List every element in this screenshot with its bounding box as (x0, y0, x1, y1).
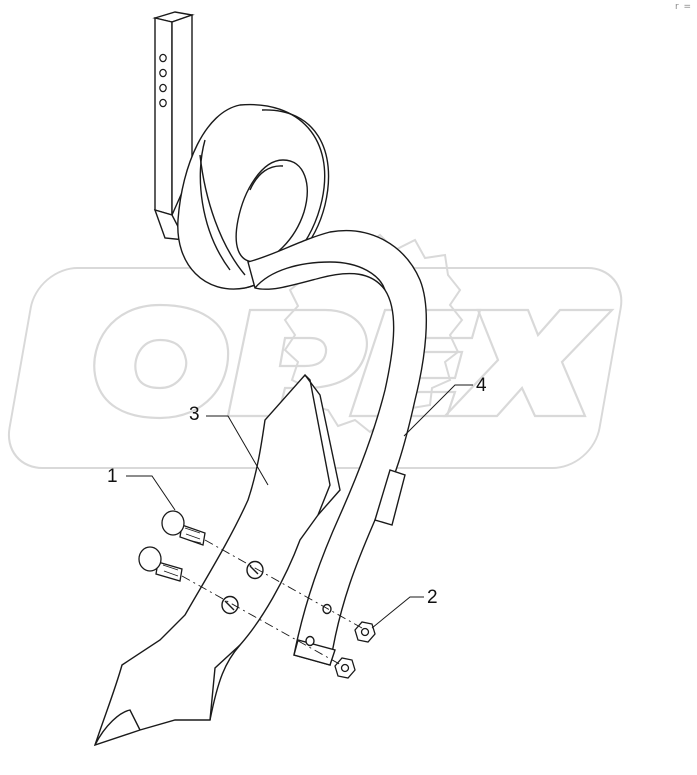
bolt-upper (161, 510, 206, 546)
callout-3: 3 (189, 404, 200, 425)
mount-bar-holes (159, 53, 167, 108)
shovel-point (93, 373, 341, 747)
bolt-lower (138, 546, 183, 582)
spring-coil (177, 103, 330, 290)
callout-4: 4 (476, 375, 487, 396)
watermark-letters (93, 303, 615, 420)
leader-4 (403, 384, 473, 437)
assembly-axes (181, 539, 363, 667)
corner-mark: r = (675, 2, 693, 12)
tine-shank (247, 230, 427, 666)
leader-1 (126, 475, 176, 511)
leader-lines (126, 384, 473, 629)
leader-2 (371, 596, 424, 629)
callout-1: 1 (107, 466, 118, 487)
nut-upper (354, 621, 376, 643)
leader-3 (206, 415, 269, 486)
callout-2: 2 (427, 587, 438, 608)
nut-lower (334, 657, 356, 679)
